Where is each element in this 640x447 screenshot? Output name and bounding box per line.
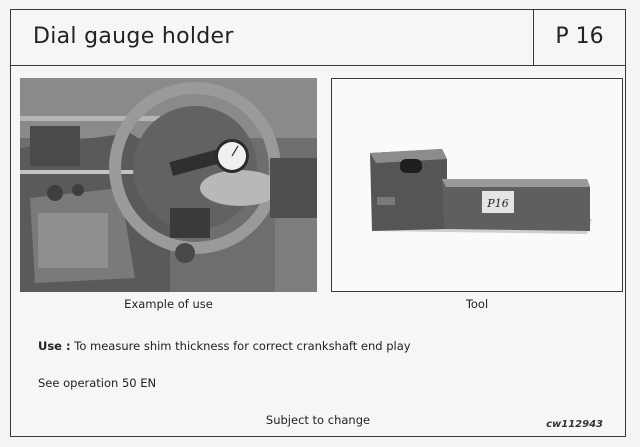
card-header: Dial gauge holder P 16 xyxy=(11,10,625,66)
footer-note: Subject to change xyxy=(265,413,371,427)
tool-drawing: P16 xyxy=(332,79,621,290)
example-photo xyxy=(20,78,317,292)
engine-photo-drawing xyxy=(20,78,317,292)
use-description: Use : To measure shim thickness for corr… xyxy=(38,339,411,353)
spec-card: Dial gauge holder P 16 xyxy=(10,9,626,437)
example-caption: Example of use xyxy=(124,297,213,311)
tool-code: P 16 xyxy=(555,24,604,49)
code-cell: P 16 xyxy=(533,10,625,65)
tool-caption: Tool xyxy=(465,297,489,311)
tool-marking: P16 xyxy=(486,197,508,210)
tool-image-frame: P16 xyxy=(331,78,623,292)
document-reference: cw112943 xyxy=(546,419,603,430)
use-label: Use : xyxy=(38,339,71,353)
operation-reference: See operation 50 EN xyxy=(38,376,157,390)
use-text: To measure shim thickness for correct cr… xyxy=(70,339,411,353)
page-title: Dial gauge holder xyxy=(33,24,234,49)
